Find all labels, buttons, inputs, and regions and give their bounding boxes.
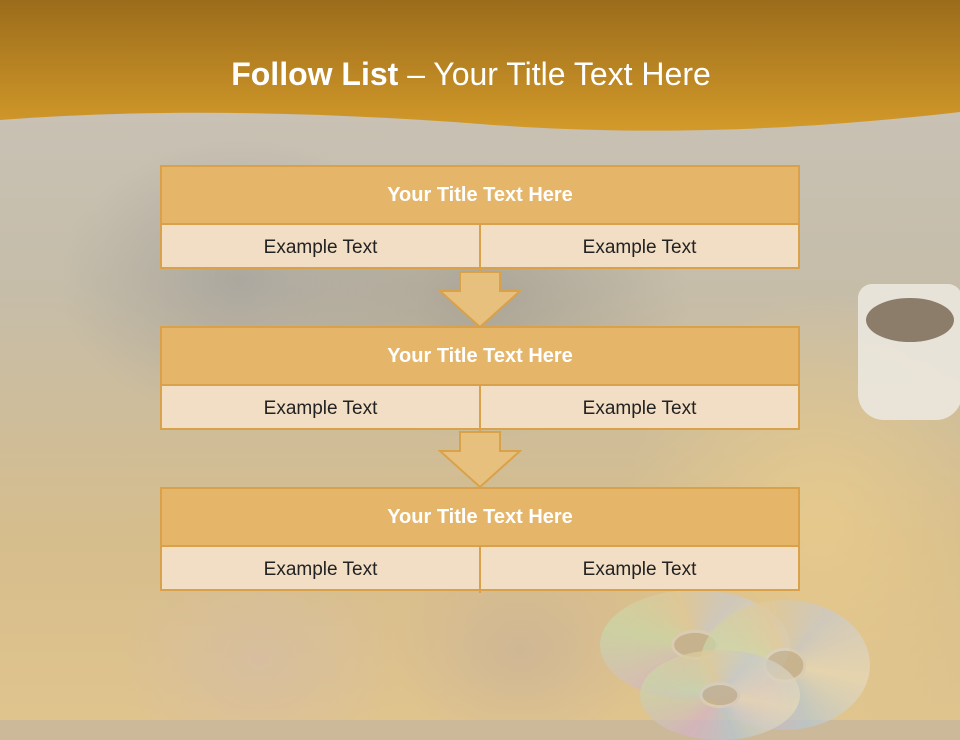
coffee-cup-image bbox=[858, 284, 960, 420]
box-title: Your Title Text Here bbox=[162, 489, 798, 547]
box-cell-left: Example Text bbox=[263, 398, 378, 419]
box-title: Your Title Text Here bbox=[162, 167, 798, 225]
slide-title-rest: – Your Title Text Here bbox=[407, 56, 711, 92]
follow-box-2: Your Title Text Here Example Text Exampl… bbox=[160, 326, 800, 432]
slide-title: Follow List – Your Title Text Here bbox=[0, 56, 960, 93]
header-banner bbox=[0, 0, 960, 131]
box-cell-right: Example Text bbox=[479, 225, 798, 271]
follow-box-3: Your Title Text Here Example Text Exampl… bbox=[160, 487, 800, 593]
cd-disc-image bbox=[640, 650, 800, 740]
box-cell-left: Example Text bbox=[263, 237, 378, 258]
box-row: Example Text Example Text bbox=[162, 386, 798, 432]
box-cell-left: Example Text bbox=[263, 559, 378, 580]
box-row: Example Text Example Text bbox=[162, 225, 798, 271]
follow-box-1: Your Title Text Here Example Text Exampl… bbox=[160, 165, 800, 271]
box-cell-right: Example Text bbox=[479, 547, 798, 593]
box-title: Your Title Text Here bbox=[162, 328, 798, 386]
box-row: Example Text Example Text bbox=[162, 547, 798, 593]
down-arrow-icon bbox=[438, 431, 522, 489]
box-cell-right: Example Text bbox=[479, 386, 798, 432]
down-arrow-icon bbox=[438, 271, 522, 329]
slide-title-bold: Follow List bbox=[231, 56, 399, 92]
